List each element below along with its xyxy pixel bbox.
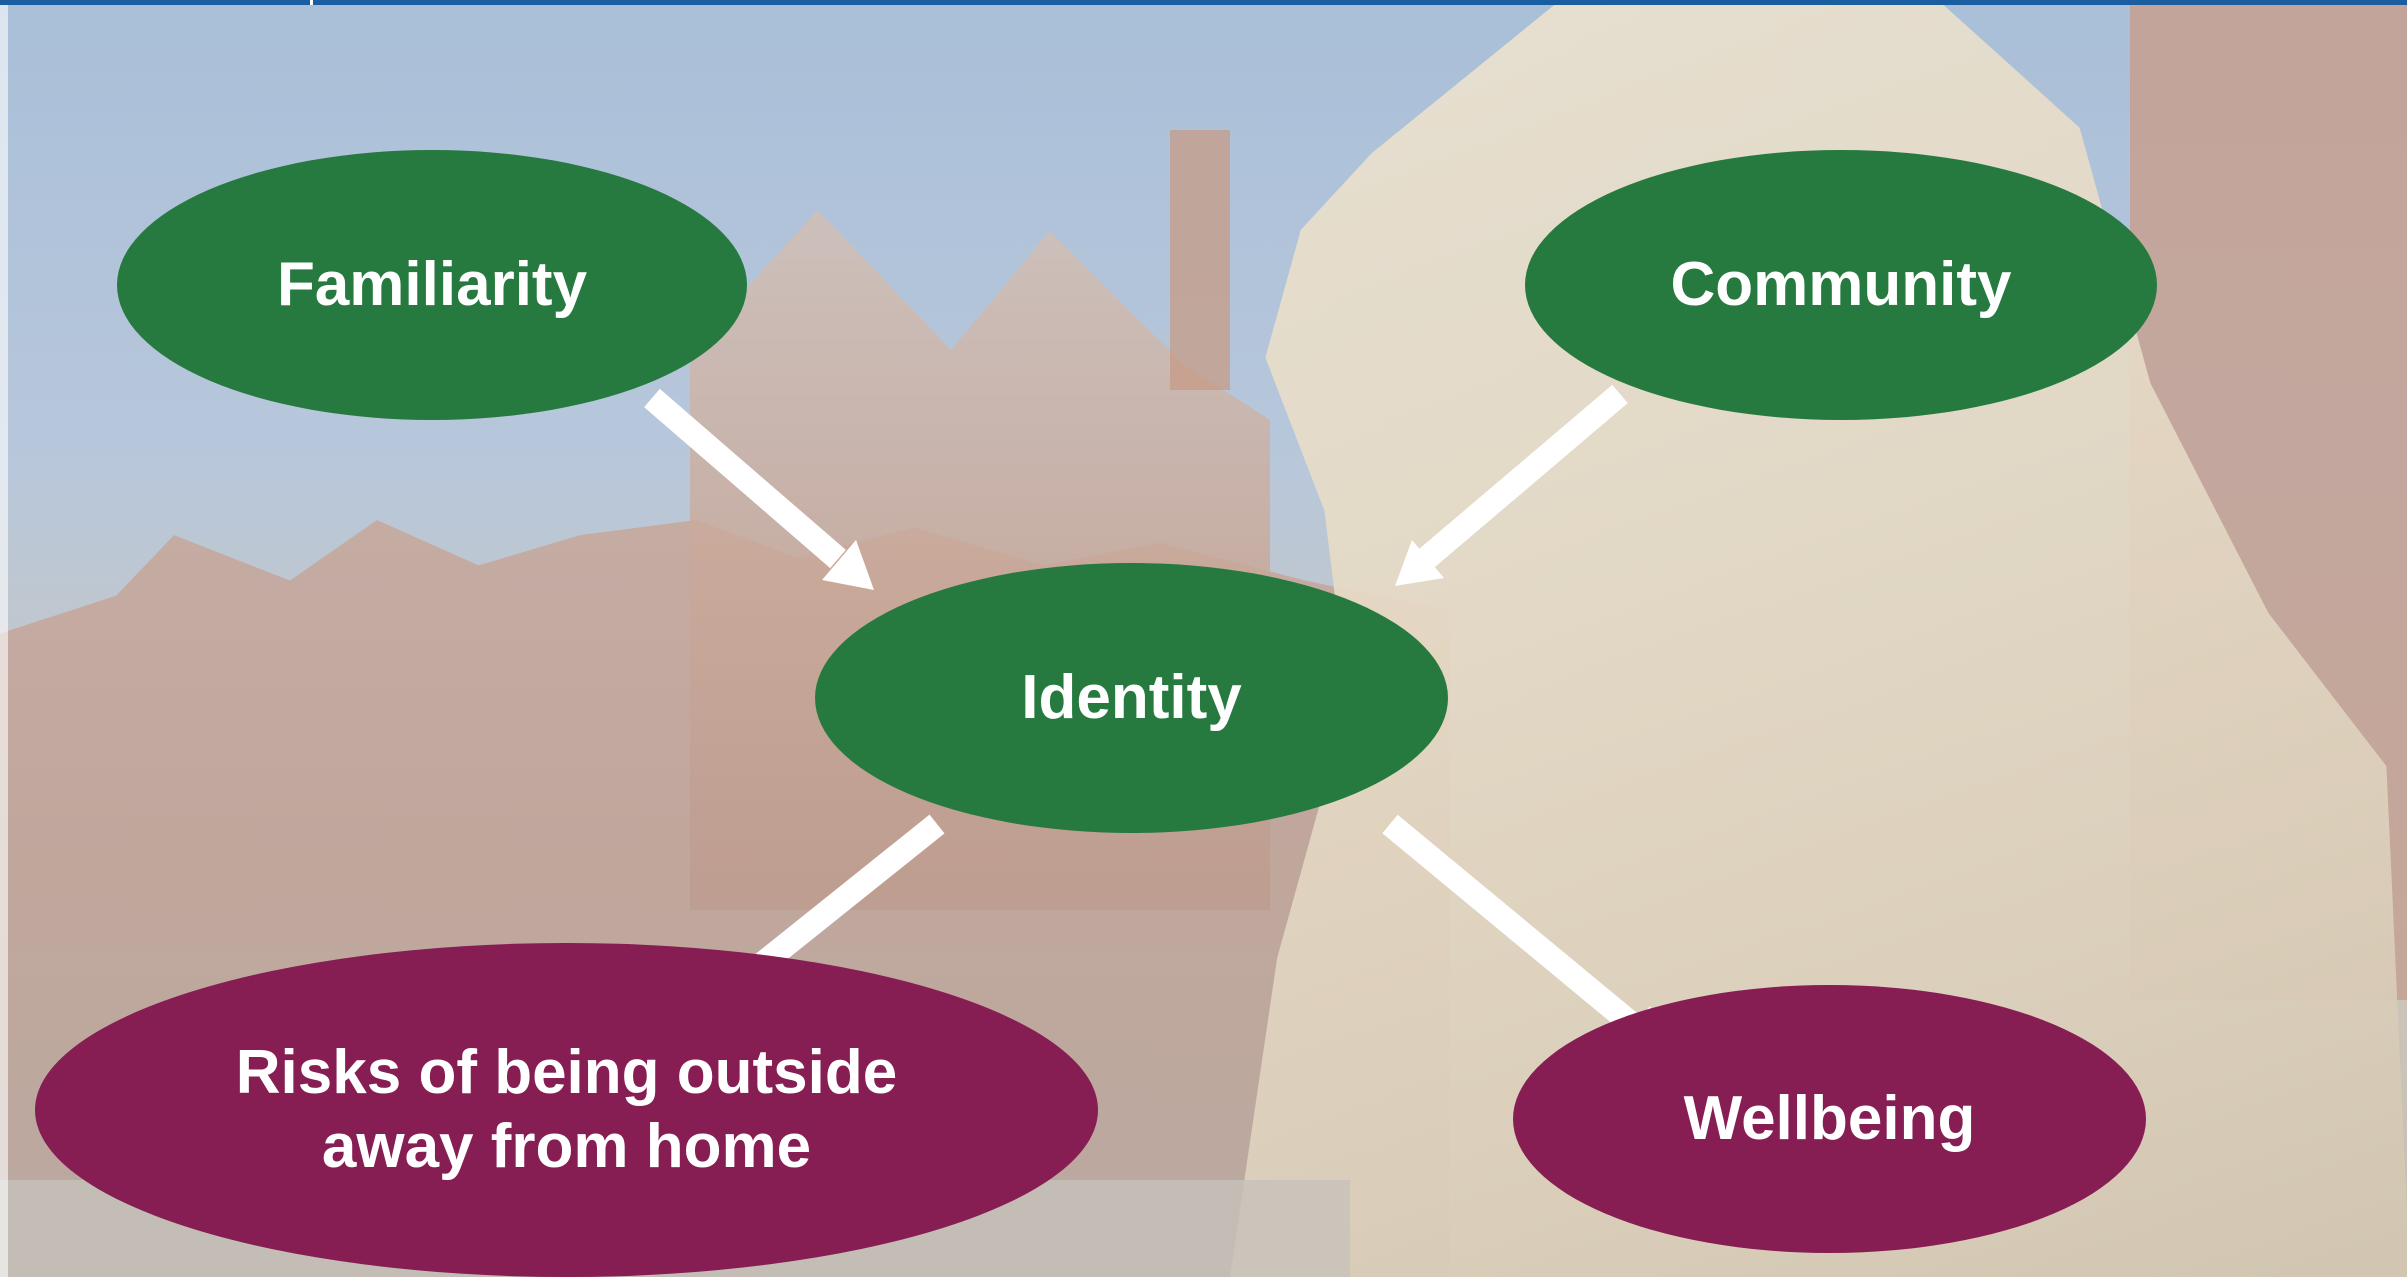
- node-risks-label-line1: Risks of being outside: [235, 1037, 898, 1107]
- arrow-familiarity-to-identity: [644, 388, 874, 590]
- node-community: Community: [1525, 150, 2157, 420]
- node-community-label: Community: [1670, 249, 2012, 319]
- background-photo-chimney: [1170, 130, 1230, 390]
- node-identity-label: Identity: [1021, 662, 1242, 732]
- node-wellbeing-label: Wellbeing: [1683, 1083, 1976, 1153]
- arrow-community-to-identity: [1395, 384, 1628, 586]
- top-bar-divider: [310, 0, 313, 5]
- node-familiarity: Familiarity: [117, 150, 747, 420]
- node-wellbeing: Wellbeing: [1513, 985, 2146, 1253]
- left-edge-strip: [0, 0, 8, 1277]
- top-accent-bar: [0, 0, 2407, 5]
- node-identity: Identity: [815, 563, 1448, 833]
- node-risks-label-line2: away from home: [321, 1112, 812, 1181]
- node-risks: Risks of being outside away from home: [35, 943, 1098, 1277]
- node-familiarity-label: Familiarity: [276, 249, 588, 319]
